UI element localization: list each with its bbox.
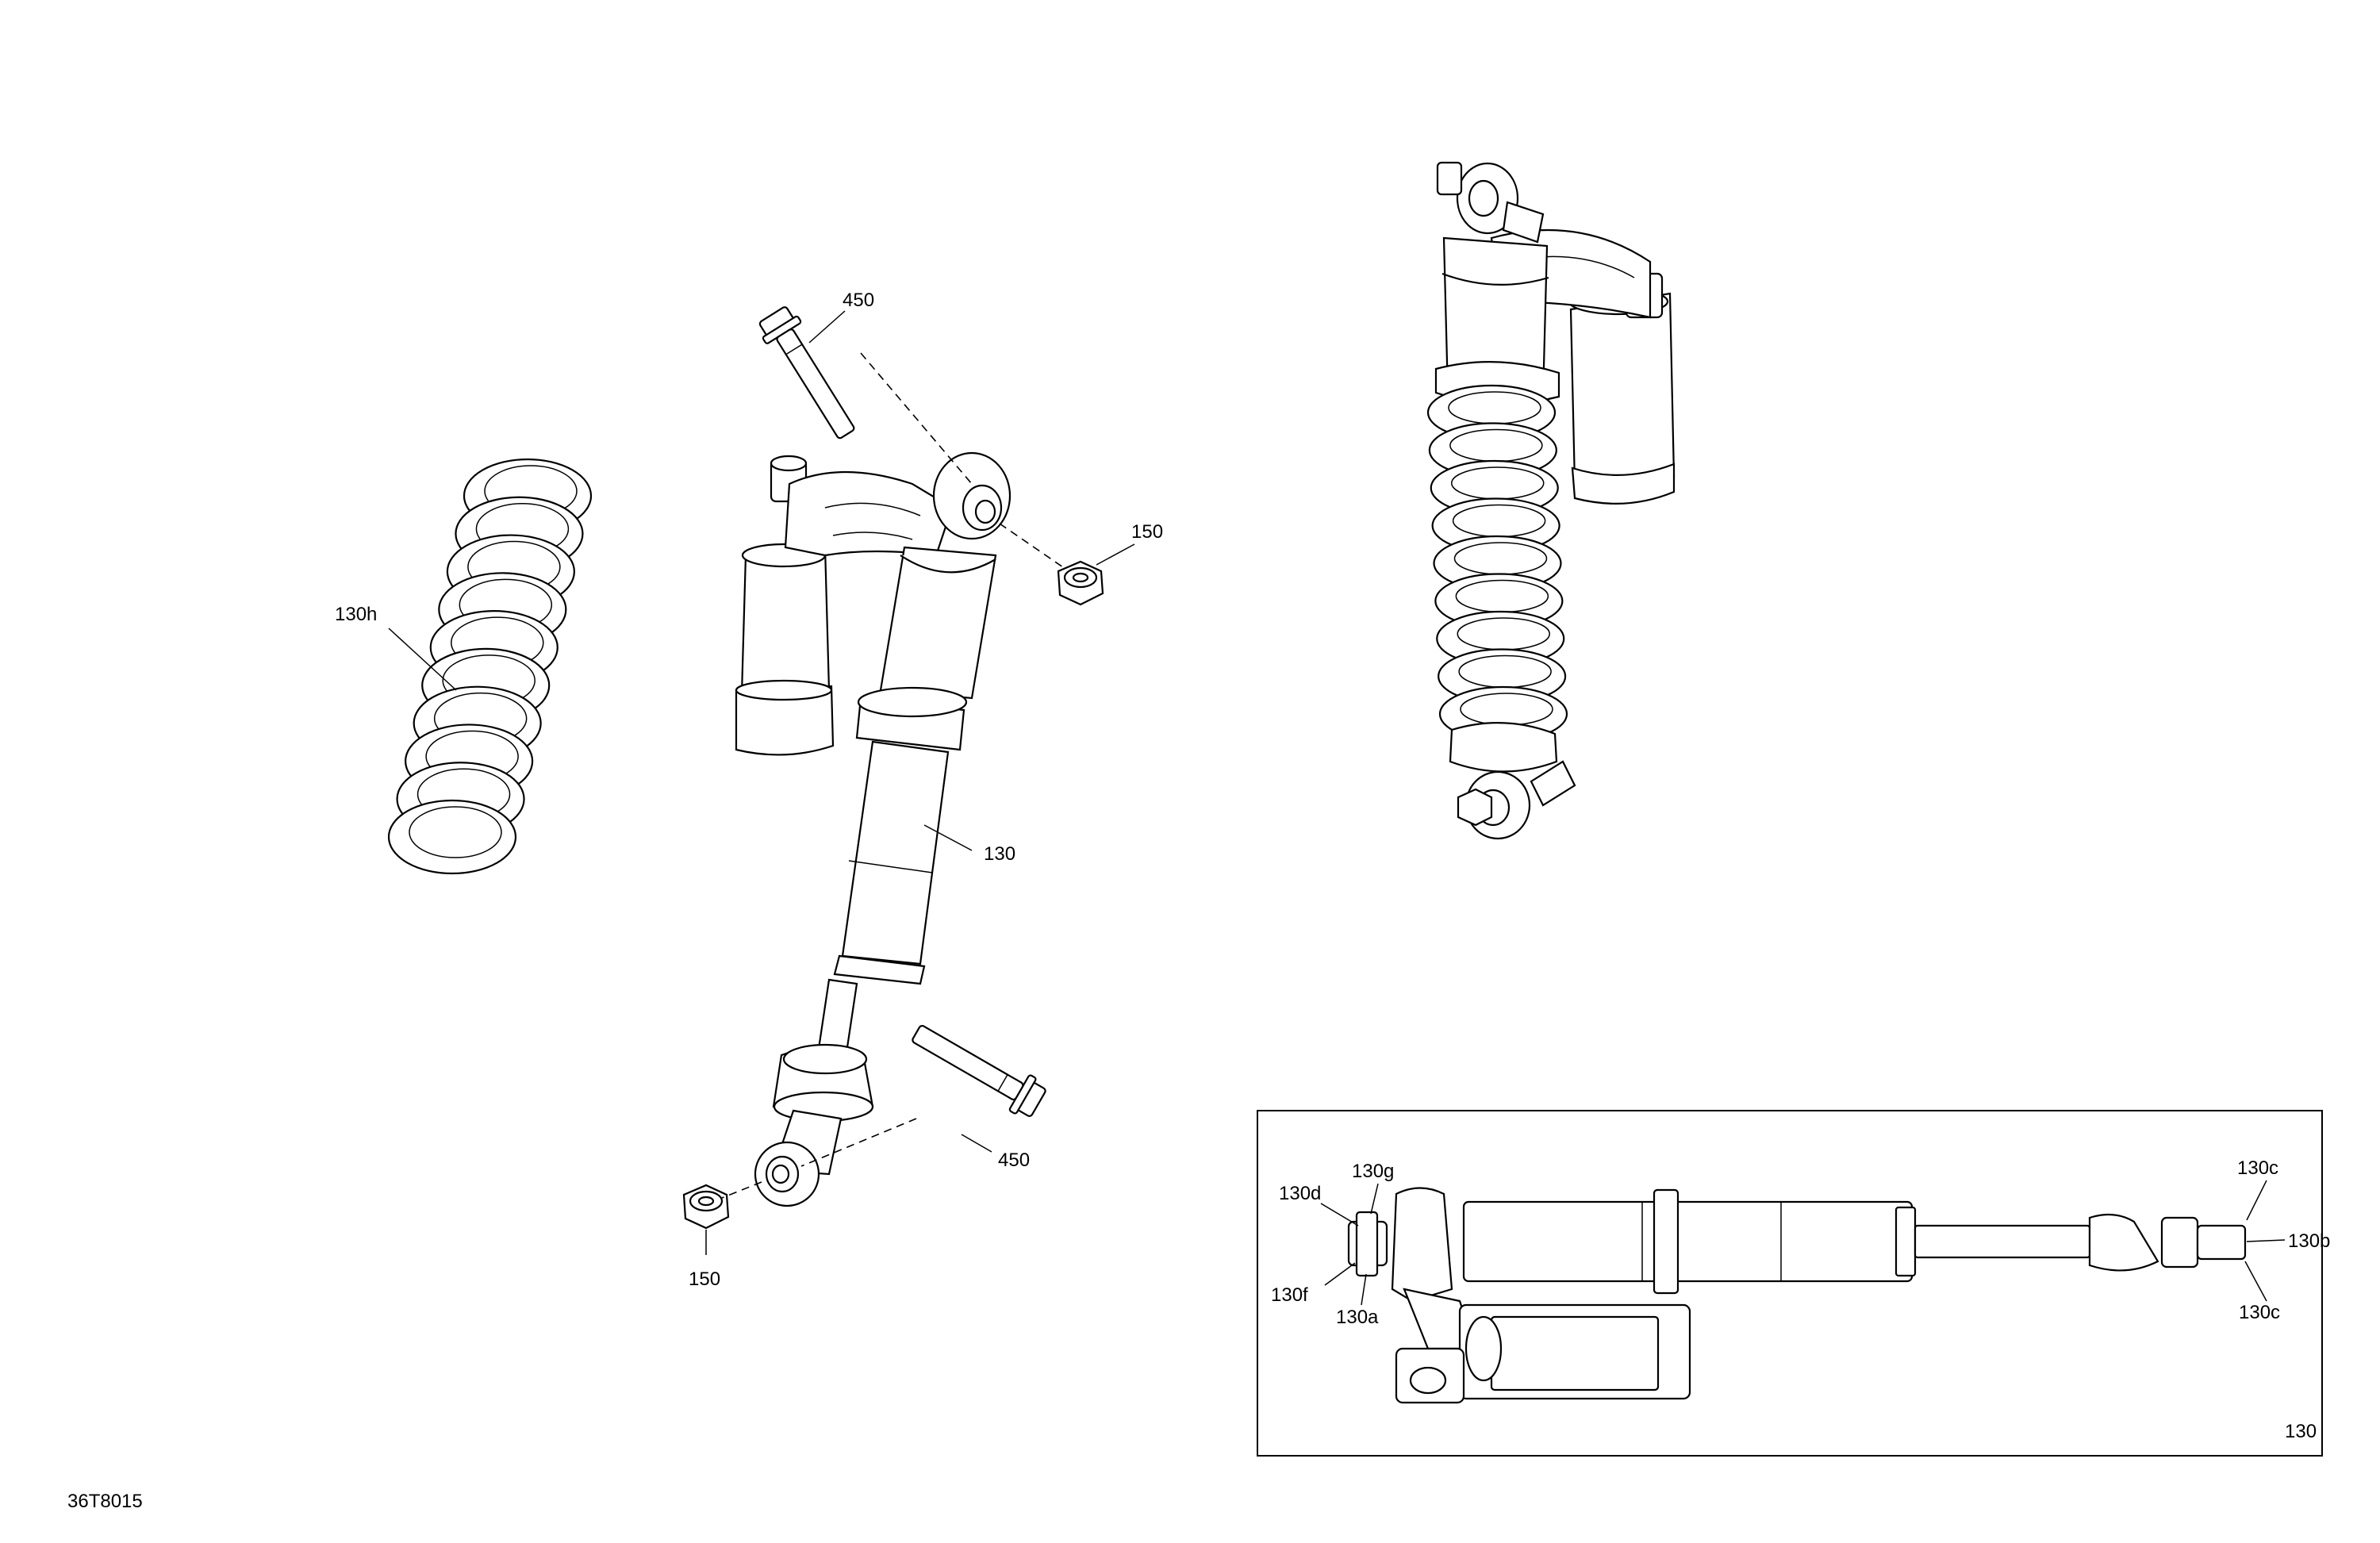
leader-lines: [388, 310, 1135, 1255]
inset-detail: [1257, 1110, 2323, 1457]
nut-top: [1057, 560, 1104, 606]
bolt-bottom: [912, 1024, 1046, 1117]
alignment-lines: [721, 352, 1064, 1199]
callout-130: 130: [984, 843, 1015, 865]
callout-150-top: 150: [1131, 521, 1163, 543]
callout-450-bottom: 450: [998, 1150, 1030, 1171]
inset-callout-130g: 130g: [1352, 1161, 1394, 1182]
shock-absorber: [735, 451, 1012, 1207]
inset-callout-130b: 130b: [2288, 1230, 2330, 1252]
nut-bottom: [682, 1184, 730, 1230]
callout-150-bottom: 150: [689, 1269, 720, 1290]
inset-callout-130c-bottom: 130c: [2239, 1302, 2280, 1323]
inset-assembly-label: 130: [2285, 1421, 2317, 1442]
coil-spring: [387, 458, 593, 875]
figure-code: 36T8015: [67, 1491, 143, 1512]
inset-callout-130d: 130d: [1279, 1183, 1321, 1204]
inset-callout-130f: 130f: [1271, 1284, 1308, 1306]
callout-450-top: 450: [843, 290, 874, 311]
coil-ring-inner: [409, 806, 502, 858]
coil-ring: [387, 799, 517, 875]
callout-130h: 130h: [335, 604, 377, 625]
assembled-shock: [1426, 161, 1676, 840]
inset-callout-130c-top: 130c: [2237, 1157, 2278, 1179]
inset-callout-130a: 130a: [1336, 1307, 1379, 1328]
inset-frame: [1257, 1110, 2323, 1457]
bolt-top: [758, 306, 855, 439]
